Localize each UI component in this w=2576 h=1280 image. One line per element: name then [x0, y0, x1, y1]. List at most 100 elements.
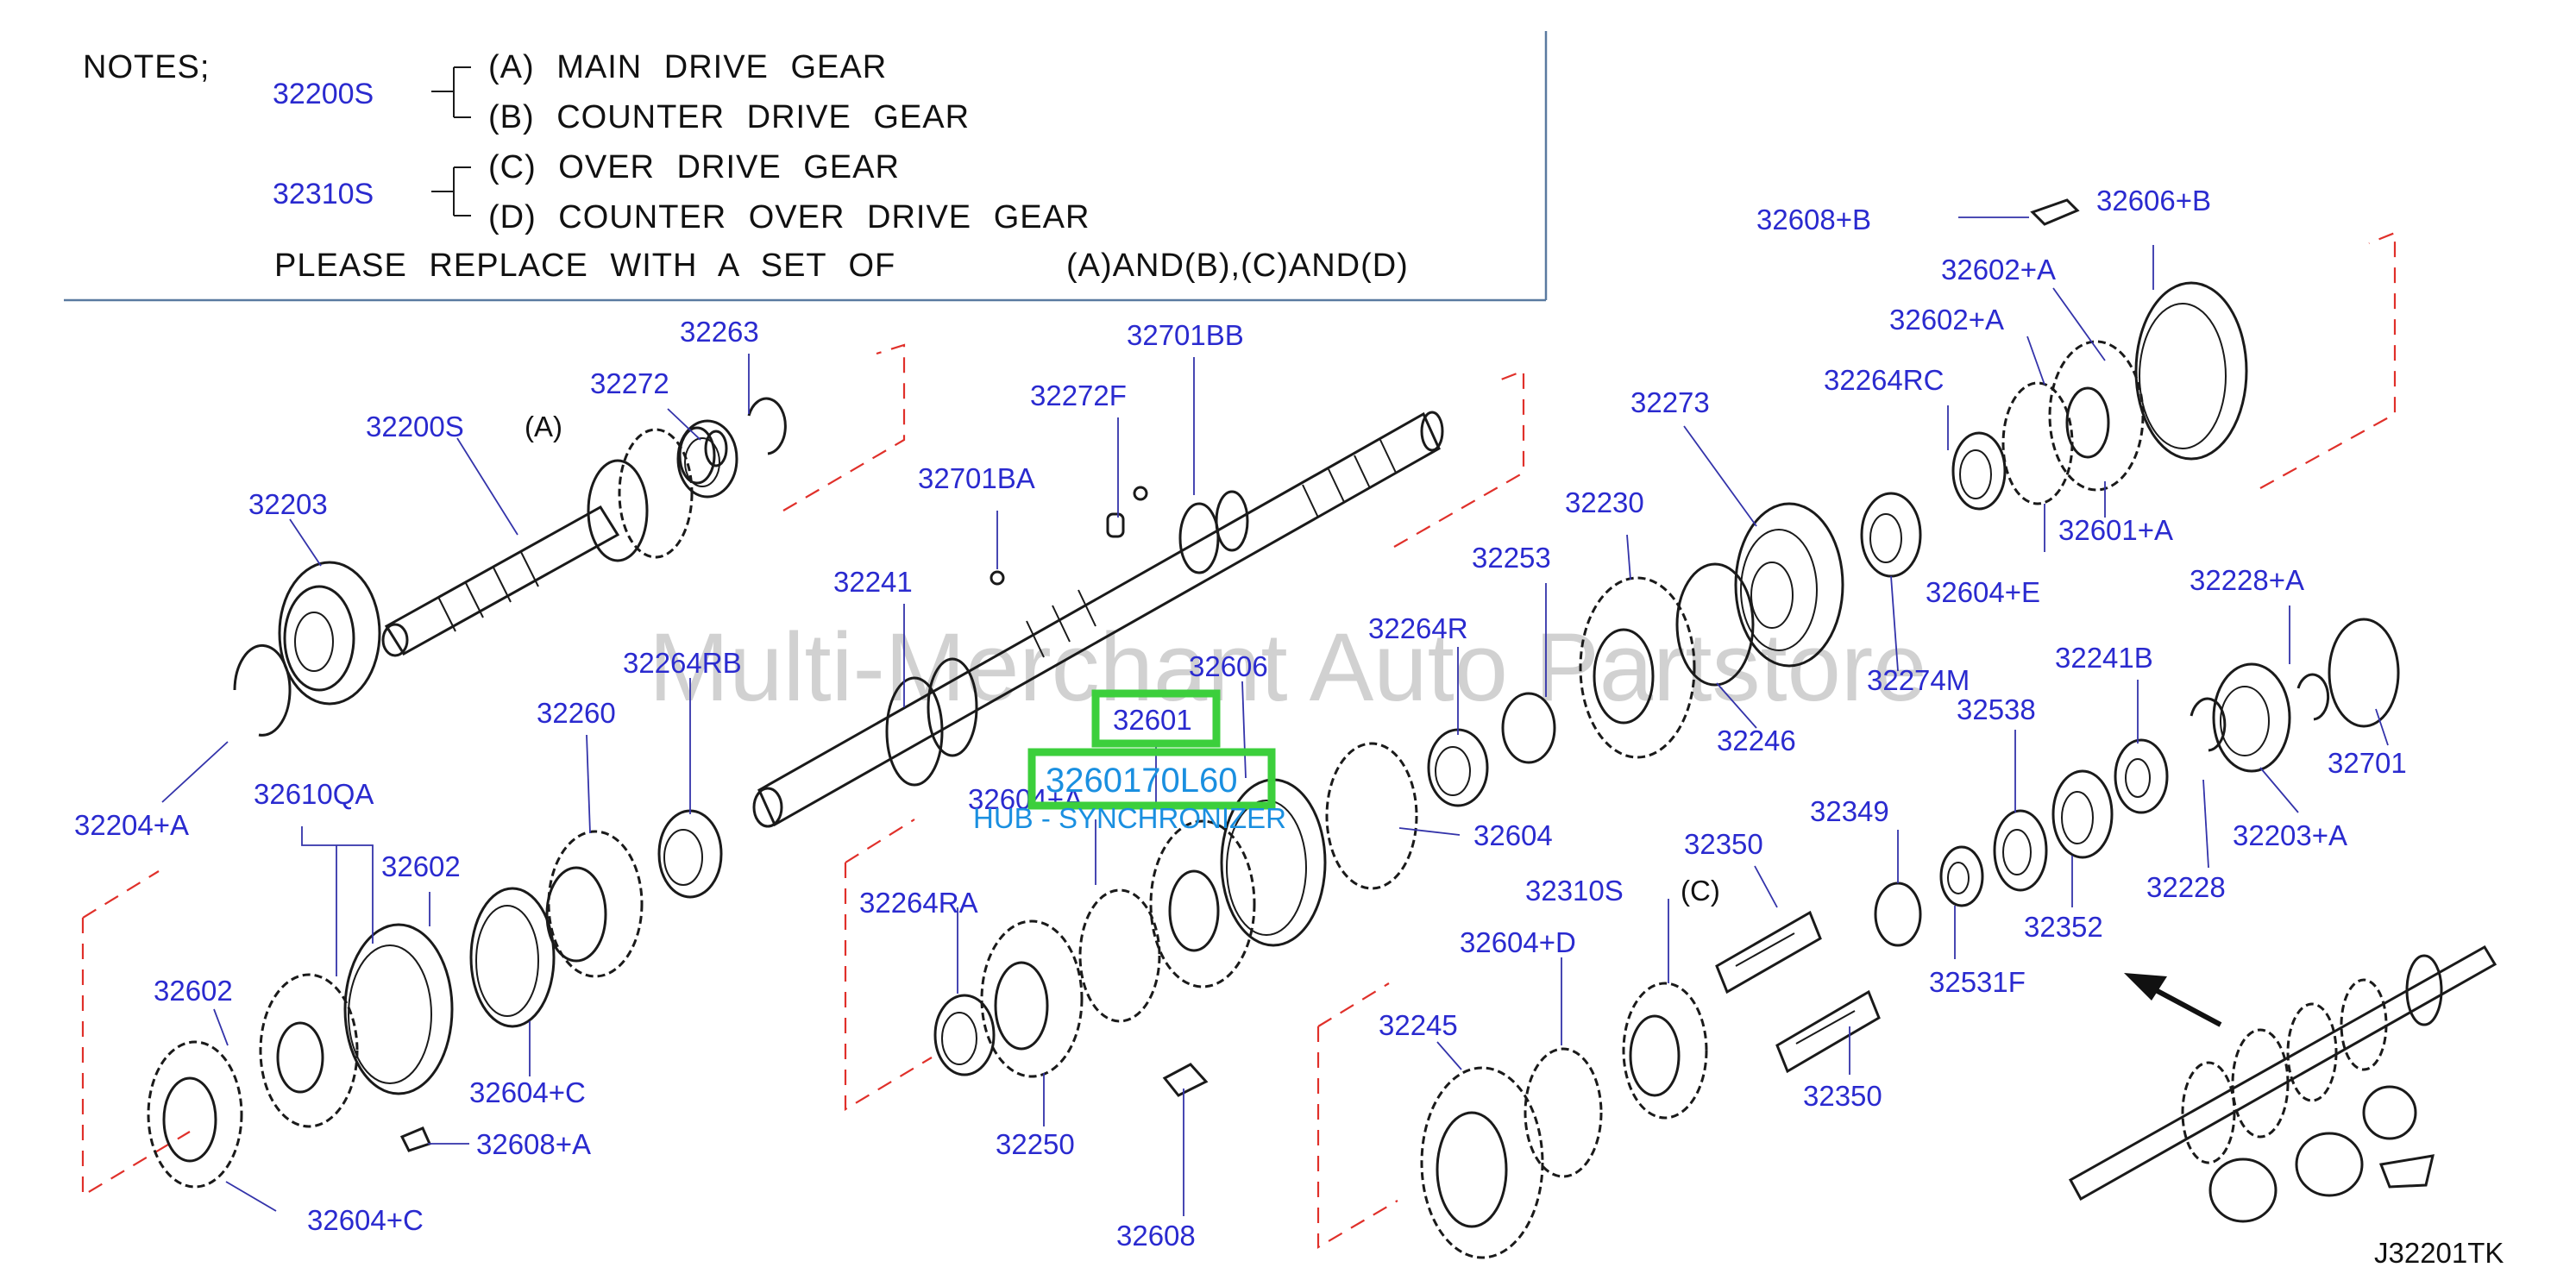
- main-drive-shaft: [381, 426, 728, 657]
- label-32350[interactable]: 32350: [1684, 828, 1763, 860]
- label-32604e[interactable]: 32604+E: [1926, 576, 2040, 608]
- label-32264rc[interactable]: 32264RC: [1824, 364, 1944, 396]
- label-32203[interactable]: 32203: [248, 488, 328, 520]
- label-32602[interactable]: 32602: [381, 850, 461, 882]
- label-32241b[interactable]: 32241B: [2055, 642, 2153, 674]
- note-line-c: (C) OVER DRIVE GEAR: [488, 149, 900, 185]
- needle-bearing-32264r: [1427, 728, 1489, 807]
- cover-32701: [2328, 618, 2400, 728]
- note-replace-text: PLEASE REPLACE WITH A SET OF: [274, 248, 895, 284]
- label-32606[interactable]: 32606: [1189, 650, 1268, 682]
- highlight-box-oem-number: [1027, 748, 1276, 810]
- label-32538[interactable]: 32538: [1957, 693, 2036, 725]
- needle-bearing-32264rc: [1951, 431, 2007, 511]
- highlight-box-part-number: [1091, 689, 1221, 748]
- note-line-a: (A) MAIN DRIVE GEAR: [488, 49, 887, 85]
- snap-ring-32228: [2190, 697, 2227, 752]
- label-32230[interactable]: 32230: [1565, 486, 1644, 518]
- label-32608a[interactable]: 32608+A: [476, 1128, 591, 1160]
- hub-32601a: [2048, 340, 2145, 492]
- label-32204a[interactable]: 32204+A: [74, 809, 189, 841]
- label-32263[interactable]: 32263: [680, 316, 759, 348]
- label-32701ba[interactable]: 32701BA: [918, 462, 1035, 494]
- label-32274m[interactable]: 32274M: [1867, 664, 1970, 696]
- baulk-ring-32604d: [1524, 1047, 1603, 1178]
- label-32272[interactable]: 32272: [590, 367, 669, 399]
- note-line-b: (B) COUNTER DRIVE GEAR: [488, 99, 970, 135]
- label-32350-2[interactable]: 32350: [1803, 1080, 1882, 1112]
- gear-32250: [980, 919, 1084, 1078]
- gear-32245: [1420, 1066, 1544, 1259]
- label-32264rb[interactable]: 32264RB: [623, 647, 742, 679]
- baulk-ring-32604c-upper: [469, 887, 556, 1028]
- hub-32610qa: [259, 973, 359, 1128]
- nut-32241b: [2114, 738, 2169, 814]
- label-32531f[interactable]: 32531F: [1929, 966, 2026, 998]
- label-32701[interactable]: 32701: [2328, 747, 2407, 779]
- notes-code-32310s: 32310S: [273, 178, 374, 210]
- label-32250[interactable]: 32250: [996, 1128, 1075, 1160]
- marker-a: (A): [525, 411, 562, 442]
- gear-32310s: [1622, 982, 1708, 1120]
- label-32200s[interactable]: 32200S: [366, 411, 464, 442]
- label-32608b[interactable]: 32608+B: [1756, 204, 1871, 235]
- label-32602-2[interactable]: 32602: [154, 975, 233, 1007]
- ring-32352: [2051, 769, 2114, 859]
- label-32602a[interactable]: 32602+A: [1941, 254, 2056, 285]
- baulk-ring-32246: [1675, 562, 1755, 687]
- label-32246[interactable]: 32246: [1717, 725, 1796, 756]
- label-32608[interactable]: 32608: [1116, 1220, 1196, 1252]
- part-labels: 32608+B 32606+B 32602+A 32602+A 32264RC …: [74, 185, 2407, 1252]
- label-32253[interactable]: 32253: [1472, 542, 1551, 574]
- label-32604a[interactable]: 32604+A: [968, 783, 1083, 815]
- baulk-ring-32604c-lower: [147, 1040, 243, 1189]
- label-32245[interactable]: 32245: [1379, 1009, 1458, 1041]
- label-32273[interactable]: 32273: [1630, 386, 1710, 418]
- note-replace-sets: (A)AND(B),(C)AND(D): [1066, 248, 1409, 284]
- label-32604c[interactable]: 32604+C: [469, 1076, 586, 1108]
- label-32349[interactable]: 32349: [1810, 795, 1889, 827]
- needle-bearing-32264rb: [657, 809, 723, 899]
- highlighted-part[interactable]: 32601 3260170L60 HUB - SYNCHRONIZER: [973, 689, 1286, 834]
- label-32272f[interactable]: 32272F: [1030, 380, 1127, 411]
- label-32228a[interactable]: 32228+A: [2190, 564, 2304, 596]
- label-32241[interactable]: 32241: [833, 566, 913, 598]
- label-32610qa[interactable]: 32610QA: [254, 778, 374, 810]
- note-line-d: (D) COUNTER OVER DRIVE GEAR: [488, 199, 1090, 235]
- snap-ring-32204a: [233, 643, 292, 737]
- notes-heading: NOTES;: [83, 49, 210, 85]
- label-32203a[interactable]: 32203+A: [2233, 819, 2347, 851]
- hub-synchronizer-32601: [1149, 819, 1256, 988]
- label-32310s[interactable]: 32310S: [1525, 875, 1624, 907]
- needle-bearing-32272: [676, 419, 738, 499]
- direction-arrow-icon: [2124, 973, 2222, 1027]
- needle-bearing-32264ra: [933, 994, 996, 1076]
- bearing-32203: [278, 561, 381, 706]
- label-32604[interactable]: 32604: [1473, 819, 1553, 851]
- bushing-32274m: [1860, 492, 1922, 578]
- snap-ring-32263: [747, 397, 787, 455]
- gear-32260: [545, 830, 644, 978]
- main-shaft: [752, 411, 1444, 828]
- label-32604d[interactable]: 32604+D: [1460, 926, 1576, 958]
- watermark: Multi-Merchant Auto Partstore: [649, 613, 1926, 721]
- label-32264ra[interactable]: 32264RA: [859, 887, 978, 919]
- insert-32608: [1162, 1063, 1209, 1097]
- diagram-code: J32201TK: [2374, 1237, 2504, 1269]
- highlight-oem-number[interactable]: 3260170L60: [1046, 762, 1237, 800]
- bearing-32203a: [2212, 662, 2291, 773]
- spacer-32253: [1501, 692, 1556, 764]
- label-32352[interactable]: 32352: [2024, 911, 2103, 943]
- highlight-part-number[interactable]: 32601: [1113, 704, 1192, 736]
- label-32604c-2[interactable]: 32604+C: [307, 1204, 424, 1236]
- snap-ring-32228a: [2296, 673, 2330, 721]
- label-32602a-2[interactable]: 32602+A: [1889, 304, 2004, 336]
- label-32264r[interactable]: 32264R: [1368, 612, 1468, 644]
- coupling-sleeve-32602: [343, 923, 454, 1095]
- label-32260[interactable]: 32260: [537, 697, 616, 729]
- label-32228[interactable]: 32228: [2146, 871, 2226, 903]
- label-32601a[interactable]: 32601+A: [2058, 514, 2173, 546]
- label-32701bb[interactable]: 32701BB: [1127, 319, 1244, 351]
- label-32606b[interactable]: 32606+B: [2096, 185, 2211, 216]
